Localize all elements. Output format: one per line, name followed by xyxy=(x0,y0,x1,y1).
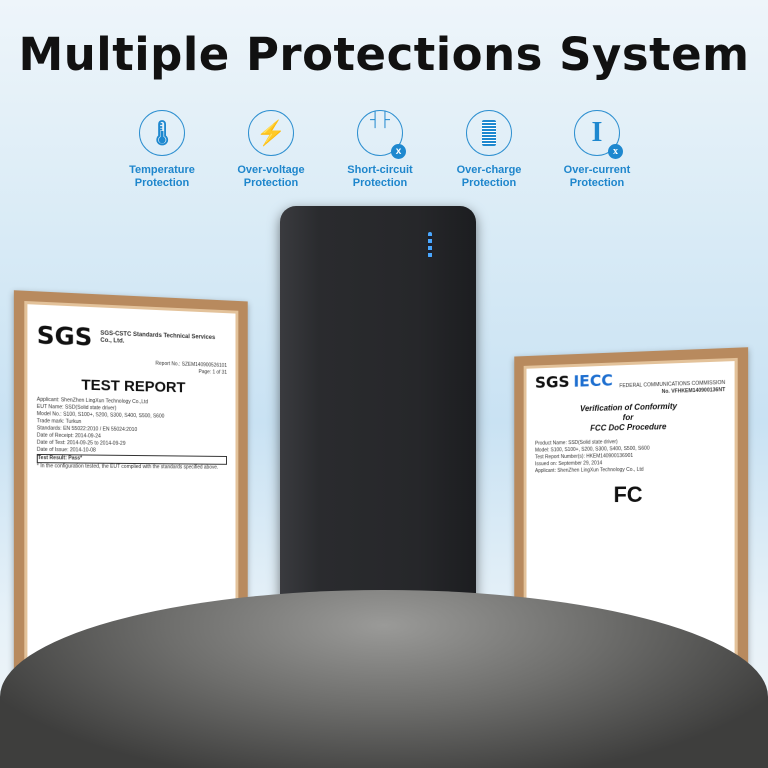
company-name: SGS-CSTC Standards Technical Services Co… xyxy=(100,330,216,345)
sgs-logo: SGS xyxy=(535,372,570,392)
led-indicator xyxy=(428,232,432,258)
fcc-logo: FC xyxy=(613,481,643,508)
battery-icon xyxy=(466,110,512,156)
report-note: * In the configuration tested, the EUT c… xyxy=(36,463,219,471)
report-heading: TEST REPORT xyxy=(81,376,186,397)
power-bank xyxy=(280,206,476,638)
iecc-logo: IECC xyxy=(573,370,613,391)
rock xyxy=(0,590,768,768)
lightning-icon: ⚡ xyxy=(248,110,294,156)
thermometer-icon: 🌡 xyxy=(139,110,185,156)
short-circuit-icon: ┤├x xyxy=(357,110,406,159)
cert-row: Applicant: ShenZhen LingXun Technology C… xyxy=(535,466,644,475)
sgs-logo: SGS xyxy=(36,320,93,352)
page-title: Multiple Protections System xyxy=(18,28,750,81)
